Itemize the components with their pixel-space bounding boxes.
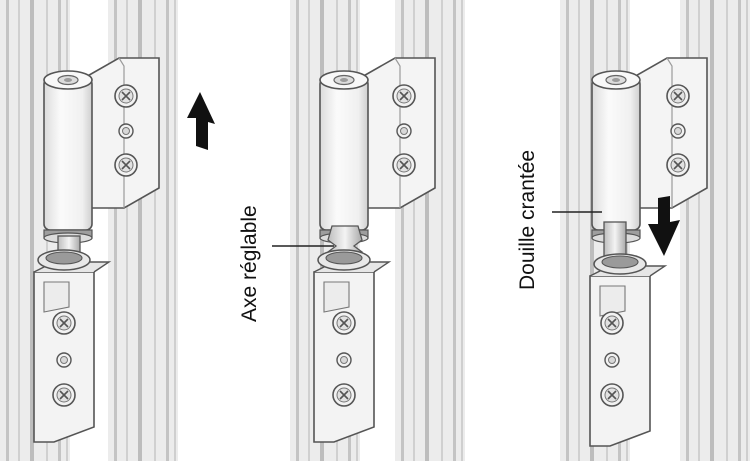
panel-2: Axe réglable [238, 0, 465, 461]
arrow-down-icon [648, 196, 680, 256]
lower-hinge-3 [589, 253, 666, 447]
panel-3: Douille crantée [516, 0, 750, 461]
panel-1 [0, 0, 215, 461]
label-adjustable-axis: Axe réglable [238, 205, 261, 322]
lower-hinge-1 [33, 249, 110, 443]
arrow-up-icon [187, 92, 215, 150]
label-notched-bushing: Douille crantée [516, 150, 539, 290]
lower-hinge-2 [313, 249, 390, 443]
pin-3 [603, 221, 627, 259]
